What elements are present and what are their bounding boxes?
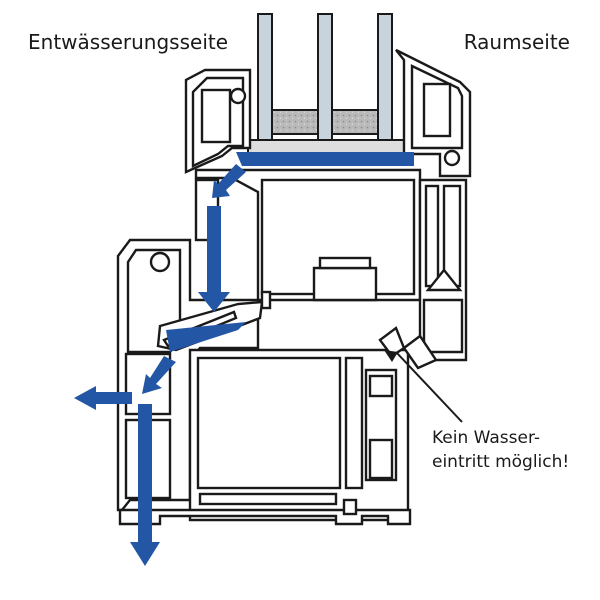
water-arrow-4 — [74, 386, 132, 410]
spacer-left — [271, 109, 319, 135]
callout-tip-icon — [384, 350, 398, 362]
callout-leader — [395, 351, 463, 423]
note-line-2: eintritt möglich! — [432, 452, 570, 472]
drainage-side-label: Entwässerungsseite — [28, 30, 229, 54]
glazing — [247, 13, 409, 155]
water-arrow-1 — [212, 164, 246, 198]
room-side-label: Raumseite — [463, 30, 570, 54]
water-path — [74, 152, 414, 566]
spacer-right — [331, 109, 379, 135]
glass-pane-outer — [257, 13, 273, 143]
water-arrow-2 — [198, 206, 230, 312]
no-water-entry-note: Kein Wasser- eintritt möglich! — [432, 426, 569, 474]
sash-profile — [184, 48, 472, 362]
water-film-under-glass — [236, 152, 414, 166]
glass-seal-bed — [247, 139, 409, 155]
water-arrow-3 — [142, 356, 176, 394]
water-pool-channel — [166, 322, 246, 352]
note-line-1: Kein Wasser- — [432, 428, 541, 448]
glass-pane-middle — [317, 13, 333, 143]
water-arrow-5 — [130, 404, 160, 566]
glass-pane-inner — [377, 13, 393, 143]
